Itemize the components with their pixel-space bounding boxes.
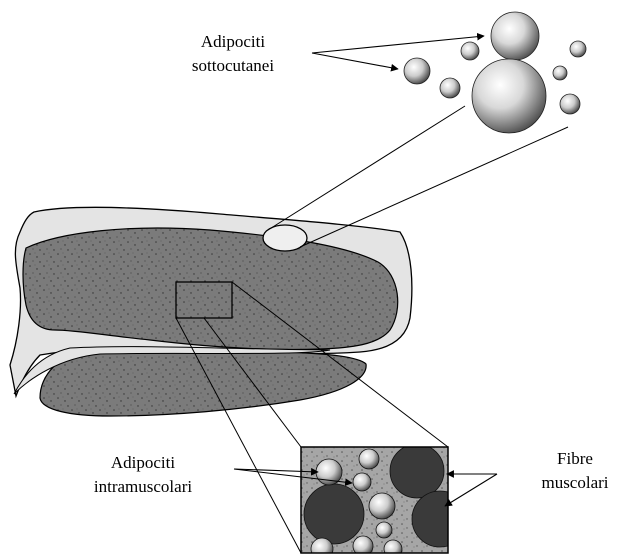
projection-line: [300, 127, 568, 247]
muscle-fibre: [412, 491, 468, 547]
fibre-label-arrows: [445, 474, 497, 506]
adipocyte-cell: [560, 94, 580, 114]
arrow: [445, 474, 497, 506]
muscle-fibre: [390, 444, 444, 498]
label-line: Adipociti: [68, 451, 218, 475]
lower-muscle: [40, 350, 366, 416]
intramuscular-inset: [301, 444, 468, 556]
muscle-fibres-label: Fibre muscolari: [530, 447, 620, 495]
arrow: [312, 36, 484, 53]
adipocyte-cell: [440, 78, 460, 98]
intramuscular-adipocyte: [359, 449, 379, 469]
subcutaneous-adipocyte-cluster: [404, 12, 586, 133]
adipocyte-cell: [553, 66, 567, 80]
arrow: [312, 53, 398, 69]
label-line: Fibre: [530, 447, 620, 471]
projection-line: [268, 106, 465, 230]
subcutaneous-adipocytes-label: Adipociti sottocutanei: [168, 30, 298, 78]
adipocyte-cell: [570, 41, 586, 57]
adipocyte-cell: [461, 42, 479, 60]
label-line: Adipociti: [168, 30, 298, 54]
muscle-fibre: [304, 484, 364, 544]
intramuscular-adipocyte: [369, 493, 395, 519]
adipocyte-cell: [491, 12, 539, 60]
label-line: intramuscolari: [68, 475, 218, 499]
subcutaneous-label-arrows: [312, 36, 484, 69]
adipocyte-cell: [404, 58, 430, 84]
intramuscular-adipocyte: [376, 522, 392, 538]
label-line: sottocutanei: [168, 54, 298, 78]
adipocyte-cell: [472, 59, 546, 133]
intramuscular-adipocytes-label: Adipociti intramuscolari: [68, 451, 218, 499]
intramuscular-adipocyte: [353, 473, 371, 491]
label-line: muscolari: [530, 471, 620, 495]
